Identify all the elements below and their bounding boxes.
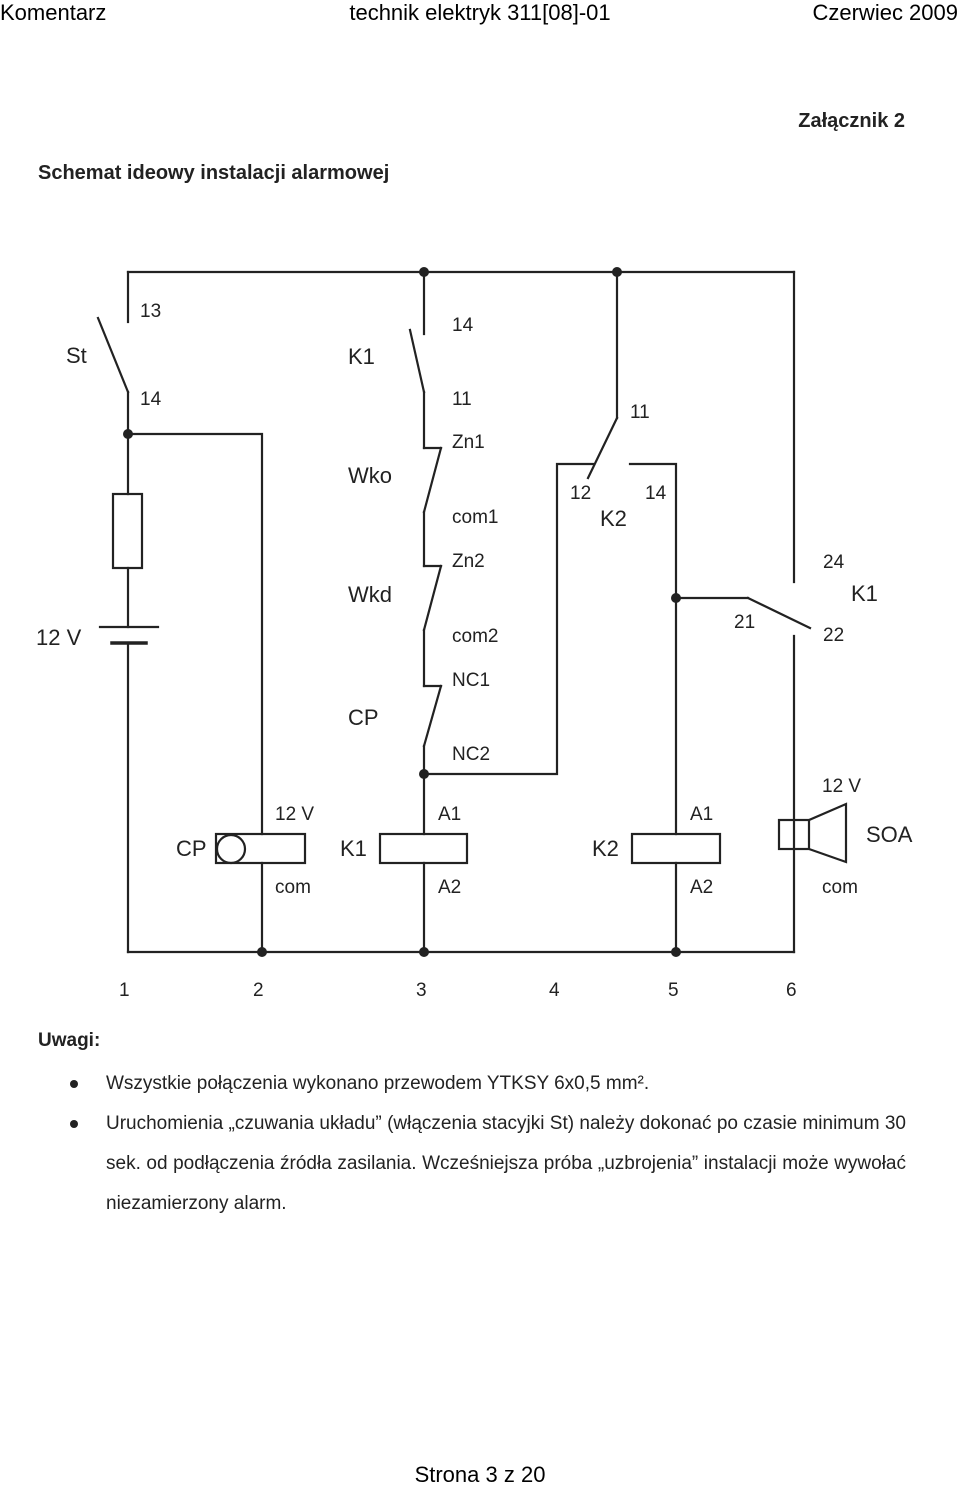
cp-com-label: com [275,877,311,898]
nc2-to-k2-wire [422,462,595,776]
st-pin-14: 14 [140,389,162,410]
nc2-label: NC2 [452,744,490,765]
k2-coil-a1: A1 [690,804,713,825]
com2-label: com2 [452,626,498,647]
node-number-1: 1 [119,980,130,1001]
notes-list: Wszystkie połączenia wykonano przewodem … [66,1064,906,1224]
siren-com-label: com [822,877,858,898]
nc1-label: NC1 [452,670,490,691]
k2-pin-11: 11 [630,402,650,423]
com1-label: com1 [452,507,498,528]
k2-coil-label: K2 [592,836,619,861]
st-label: St [66,343,87,368]
fuse-symbol [111,492,144,570]
siren-supply-label: 12 V [822,776,861,797]
cp-supply-wire [126,432,264,836]
node-number-2: 2 [253,980,264,1001]
junction-dot [419,947,429,957]
zn1-label: Zn1 [452,432,485,453]
alarm-circuit-schematic: 13 St 14 12 V 14 K1 11 Zn1 Wko com1 Zn2 … [36,267,913,1001]
cp-supply-label: 12 V [275,804,314,825]
k1-contact-blade [408,328,426,394]
cp-relay-circle [215,833,247,865]
st-pin-13: 13 [140,301,161,322]
k1-coil-label: K1 [340,836,367,861]
junction-dot [419,769,429,779]
junction-dot [419,267,429,277]
header-document-code: technik elektryk 311[08]-01 [349,0,611,25]
k2-coil-a2: A2 [690,877,713,898]
wkd-label: Wkd [348,582,392,607]
wko-label: Wko [348,463,392,488]
bullet-icon [70,1080,78,1088]
siren-body [777,818,811,851]
notes-item-text: Uruchomienia „czuwania układu” (włączeni… [106,1113,906,1214]
node-number-5: 5 [668,980,679,1001]
k1-pin-11: 11 [452,389,472,410]
junction-dot [671,947,681,957]
k1-contact-label: K1 [348,344,375,369]
node-number-3: 3 [416,980,427,1001]
k1-coil [378,832,469,865]
node-number-6: 6 [786,980,797,1001]
k1b-pin-21: 21 [734,612,755,633]
zn2-label: Zn2 [452,551,485,572]
k1b-contact-blade [746,596,812,630]
k2-contact-label: K2 [600,506,627,531]
k1-coil-a1: A1 [438,804,461,825]
junction-dot [257,947,267,957]
k2-coil [630,832,722,865]
k1-pin-14: 14 [452,315,474,336]
k1-coil-a2: A2 [438,877,461,898]
k1b-pin-22: 22 [823,625,844,646]
cp-relay-label: CP [176,836,207,861]
junction-dot [612,267,622,277]
k2-14-wire [628,462,678,836]
header-comment: Komentarz [0,0,107,25]
k2-pin-14: 14 [645,483,667,504]
wko-contact-blade [422,446,443,514]
cp-contact-label: CP [348,705,379,730]
wkd-contact-blade [422,564,443,632]
junction-dot [671,593,681,603]
node-number-4: 4 [549,980,560,1001]
k1b-pin-24: 24 [823,552,845,573]
page-footer: Strona 3 z 20 [414,1462,546,1487]
siren-horn [807,802,848,864]
header-date: Czerwiec 2009 [812,0,958,25]
siren-label: SOA [866,822,913,847]
k2-pin-12: 12 [570,483,591,504]
notes-item: Wszystkie połączenia wykonano przewodem … [66,1064,906,1104]
bullet-icon [70,1120,78,1128]
k2-contact-blade [586,416,619,480]
supply-voltage: 12 V [36,625,82,650]
cp-contact-blade [422,684,443,748]
notes-item-text: Wszystkie połączenia wykonano przewodem … [106,1073,650,1094]
junction-dot [123,429,133,439]
k1b-label: K1 [851,581,878,606]
attachment-label: Załącznik 2 [798,110,905,132]
diagram-title: Schemat ideowy instalacji alarmowej [38,162,390,184]
notes-item: Uruchomienia „czuwania układu” (włączeni… [66,1104,906,1224]
notes-title: Uwagi: [38,1030,101,1051]
st-switch-blade [96,316,130,394]
cp-relay-box [214,832,307,865]
